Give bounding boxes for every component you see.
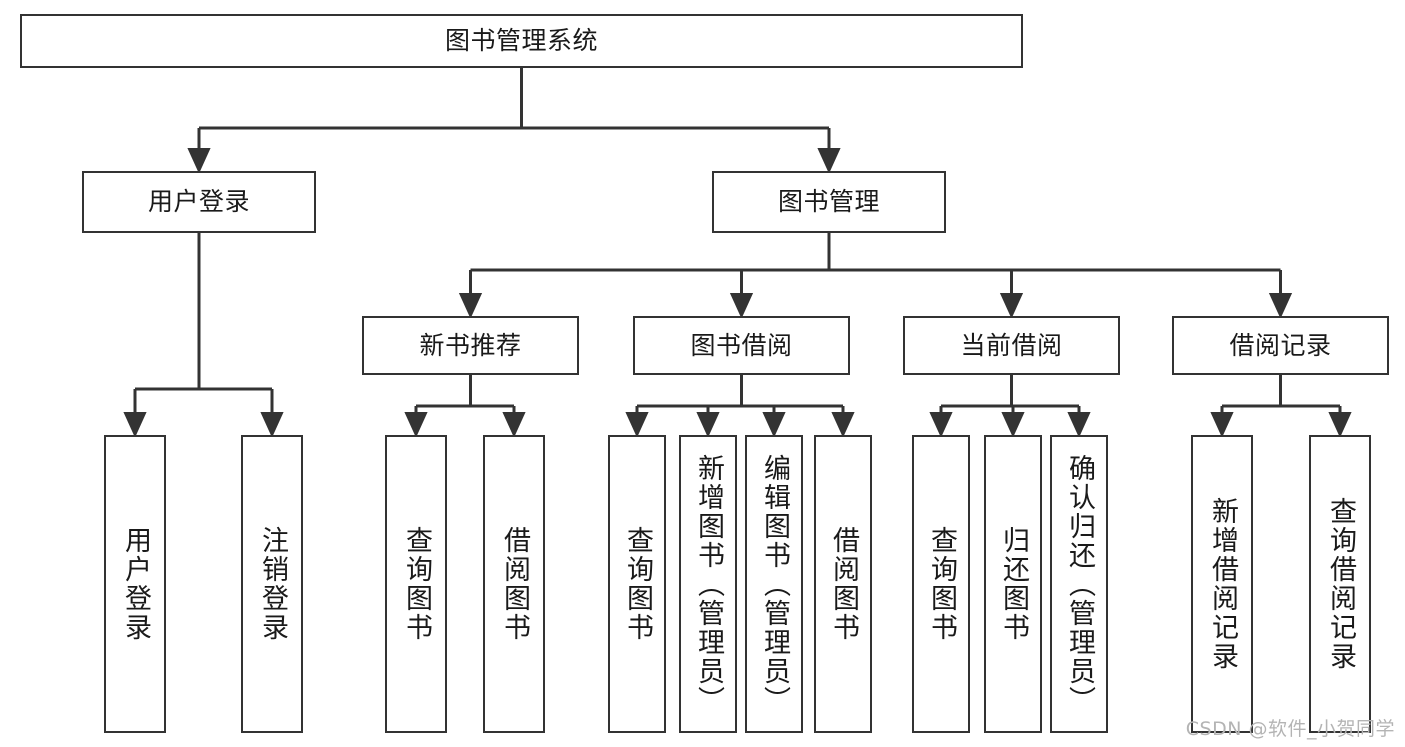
node-label: 新增借阅记录 [1206, 497, 1238, 671]
node-label: 借阅记录 [1229, 330, 1332, 360]
node-leaf-user-login[interactable]: 用户登录 [104, 435, 166, 733]
node-label: 图书管理 [777, 187, 880, 217]
node-label: 编辑图书（管理员） [758, 453, 790, 715]
node-leaf-borrow-book-2[interactable]: 借阅图书 [814, 435, 872, 733]
node-label: 图书管理系统 [444, 26, 598, 56]
node-book-manage[interactable]: 图书管理 [712, 171, 946, 233]
node-leaf-query-book-3[interactable]: 查询图书 [912, 435, 970, 733]
node-root[interactable]: 图书管理系统 [20, 14, 1023, 68]
node-label: 查询图书 [925, 526, 957, 642]
node-borrow-record[interactable]: 借阅记录 [1172, 316, 1389, 375]
node-label: 查询图书 [621, 526, 653, 642]
node-label: 归还图书 [997, 526, 1029, 642]
node-current-borrow[interactable]: 当前借阅 [903, 316, 1120, 375]
connector-lines [123, 68, 1352, 438]
node-label: 查询图书 [400, 526, 432, 642]
node-label: 确认归还（管理员） [1063, 453, 1095, 715]
node-label: 借阅图书 [498, 526, 530, 642]
node-leaf-query-book-1[interactable]: 查询图书 [385, 435, 447, 733]
node-leaf-query-book-2[interactable]: 查询图书 [608, 435, 666, 733]
node-leaf-edit-book[interactable]: 编辑图书（管理员） [745, 435, 803, 733]
node-label: 注销登录 [256, 526, 288, 642]
node-leaf-add-book[interactable]: 新增图书（管理员） [679, 435, 737, 733]
node-label: 当前借阅 [960, 330, 1063, 360]
node-label: 用户登录 [147, 187, 250, 217]
node-label: 新书推荐 [419, 330, 522, 360]
node-new-book-rec[interactable]: 新书推荐 [362, 316, 579, 375]
node-label: 新增图书（管理员） [692, 453, 724, 715]
node-leaf-return-book[interactable]: 归还图书 [984, 435, 1042, 733]
watermark-text: CSDN @软件_小贺同学 [1185, 718, 1395, 740]
node-label: 用户登录 [119, 526, 151, 642]
node-user-login[interactable]: 用户登录 [82, 171, 316, 233]
node-label: 借阅图书 [827, 526, 859, 642]
node-leaf-user-logout[interactable]: 注销登录 [241, 435, 303, 733]
node-label: 图书借阅 [690, 330, 793, 360]
node-leaf-borrow-book-1[interactable]: 借阅图书 [483, 435, 545, 733]
node-label: 查询借阅记录 [1324, 497, 1356, 671]
node-leaf-query-record[interactable]: 查询借阅记录 [1309, 435, 1371, 733]
node-leaf-add-record[interactable]: 新增借阅记录 [1191, 435, 1253, 733]
node-leaf-confirm-ret[interactable]: 确认归还（管理员） [1050, 435, 1108, 733]
node-book-borrow[interactable]: 图书借阅 [633, 316, 850, 375]
